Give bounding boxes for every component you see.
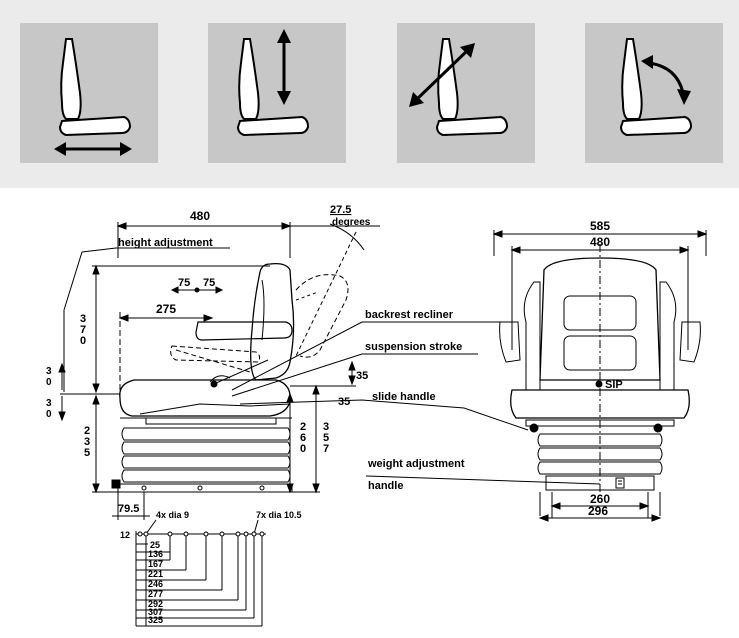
dim-30-upper-d1: 3 — [46, 366, 52, 377]
dim-260-d2: 6 — [300, 432, 306, 444]
technical-drawing: 480 27.5 degrees height adjustment 75 75… — [46, 204, 708, 627]
backrest-recliner-label: backrest recliner — [365, 309, 454, 321]
rail-dim-136: 136 — [148, 549, 163, 559]
rail-dim-325: 325 — [148, 615, 163, 625]
front-width-585: 585 — [590, 219, 610, 233]
holes-4x-label: 4x dia 9 — [156, 510, 189, 520]
dim-79-5: 79.5 — [118, 503, 139, 515]
base-dim-296: 296 — [588, 504, 608, 518]
height-adjust-icon — [208, 23, 346, 163]
dim-30-upper-d2: 0 — [46, 377, 52, 388]
rail-hole-labels: 4x dia 9 7x dia 10.5 12 25 136 167 221 2… — [120, 510, 302, 625]
holes-7x-label: 7x dia 10.5 — [256, 510, 302, 520]
rail-dim-277: 277 — [148, 589, 163, 599]
rail-dim-246: 246 — [148, 579, 163, 589]
dim-235-d3: 5 — [84, 447, 90, 459]
tilt-adjust-icon — [397, 23, 535, 163]
side-view-labels: 480 27.5 degrees height adjustment 75 75… — [46, 204, 371, 515]
callout-labels: backrest recliner suspension stroke slid… — [365, 309, 465, 492]
height-adjustment-label: height adjustment — [118, 237, 213, 249]
suspension-stroke-label: suspension stroke — [365, 341, 462, 353]
adjustment-icons-band — [0, 0, 739, 188]
weight-adjustment-label: weight adjustment — [367, 458, 465, 470]
front-view — [365, 230, 708, 522]
dim-357-d2: 5 — [323, 432, 329, 444]
dim-35-b: 35 — [338, 396, 350, 408]
front-width-480: 480 — [590, 235, 610, 249]
dim-260-d1: 2 — [300, 421, 306, 433]
dim-275: 275 — [156, 302, 176, 316]
dim-35-a: 35 — [356, 370, 368, 382]
weight-adjustment-handle-label: handle — [368, 480, 403, 492]
angle-value: 27.5 — [330, 204, 351, 216]
backrest-recline-icon — [585, 23, 723, 163]
side-width-480: 480 — [190, 209, 210, 223]
rail-dim-167: 167 — [148, 559, 163, 569]
dim-235-d1: 2 — [84, 425, 90, 437]
dim-260-d3: 0 — [300, 443, 306, 455]
base-dim-260: 260 — [590, 492, 610, 506]
angle-unit: degrees — [332, 217, 371, 228]
fore-aft-slide-icon — [20, 23, 158, 163]
dim-370-d2: 7 — [80, 324, 86, 336]
dim-75-a: 75 — [178, 277, 190, 289]
dim-370-d3: 0 — [80, 335, 86, 347]
rail-dim-307: 307 — [148, 607, 163, 617]
rail-hole-dimensions — [135, 519, 266, 627]
dim-30-lower-d1: 3 — [46, 398, 52, 409]
dim-357-d3: 7 — [323, 443, 329, 455]
dim-357-d1: 3 — [323, 421, 329, 433]
front-view-labels: 585 480 SIP 260 296 — [588, 219, 623, 518]
slide-handle-label: slide handle — [372, 391, 436, 403]
brand-logo-text: SIP — [605, 379, 623, 391]
rail-dim-25: 25 — [150, 540, 160, 550]
dim-370-d1: 3 — [80, 313, 86, 325]
rail-dim-12: 12 — [120, 530, 130, 540]
rail-dim-221: 221 — [148, 569, 163, 579]
dim-75-b: 75 — [203, 277, 215, 289]
side-view — [58, 222, 529, 520]
dim-235-d2: 3 — [84, 436, 90, 448]
rail-dim-292: 292 — [148, 599, 163, 609]
dim-30-lower-d2: 0 — [46, 409, 52, 420]
